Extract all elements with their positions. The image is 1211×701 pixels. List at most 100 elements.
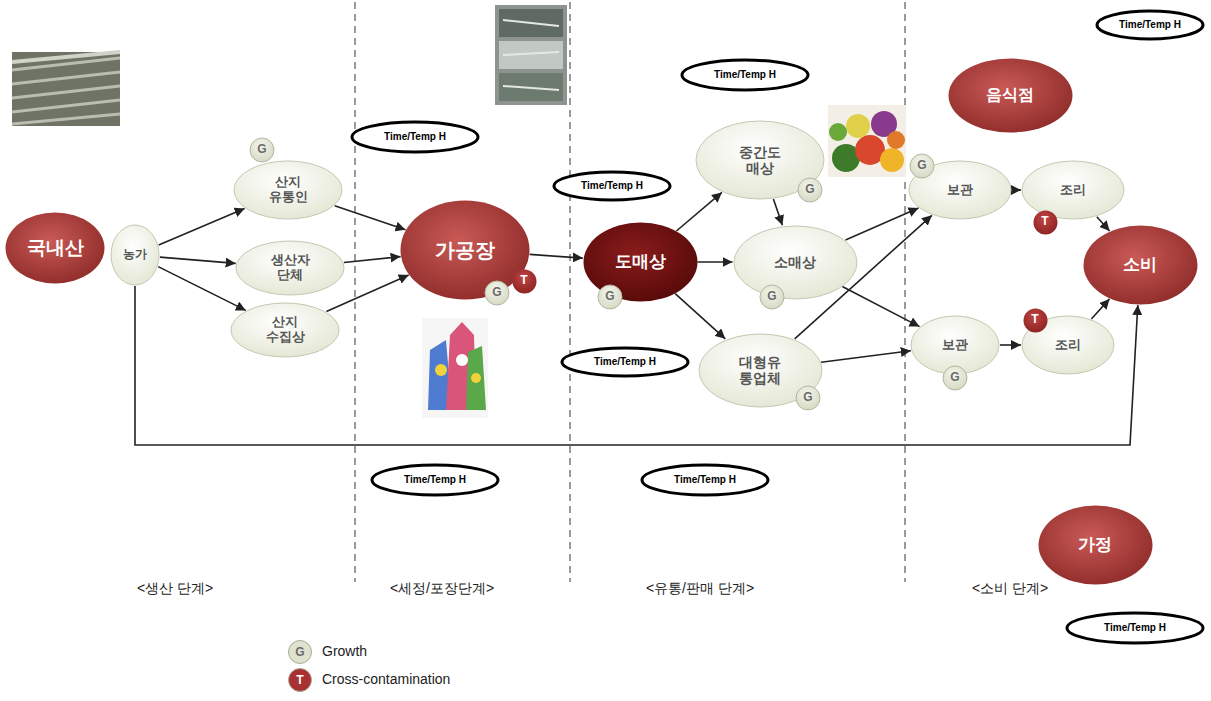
node-label: 도매상 [615, 252, 666, 272]
node-label: T [1041, 215, 1048, 229]
stage-label: <유통/판매 단계> [646, 580, 754, 598]
node-shape [236, 241, 344, 295]
time-temp-oval: Time/Temp H [1065, 611, 1205, 645]
flow-arrow [821, 351, 911, 363]
node-shape [598, 285, 622, 309]
node-shape [352, 122, 478, 152]
node-label: 조리 [1055, 338, 1081, 353]
node-label: 농가 [123, 248, 147, 262]
legend-swatch: G [288, 640, 312, 664]
node-label: 국내산 [27, 237, 84, 259]
growth-badge: G [759, 284, 785, 310]
node-label: Time/Temp H [581, 180, 643, 192]
node-shape [1022, 161, 1124, 219]
node-shape [1033, 210, 1057, 234]
node-shape [372, 465, 498, 495]
node-label: 가정 [1078, 535, 1112, 555]
node-label: G [917, 159, 926, 173]
node-shape [234, 161, 342, 219]
time-temp-oval: Time/Temp H [370, 463, 500, 497]
node-label: G [767, 290, 776, 304]
stage-circle: 조리T [1021, 160, 1125, 220]
node-label: 산지 수집상 [255, 315, 315, 345]
contamination-badge: T [1033, 210, 1058, 235]
actor-circle: 음식점 [948, 58, 1073, 133]
stage-circle: 소매상G [733, 225, 858, 300]
flow-arrow [160, 257, 236, 263]
node-shape [401, 201, 530, 300]
node-shape [948, 58, 1072, 132]
stage-label: <소비 단계> [972, 580, 1048, 598]
flow-arrow [698, 261, 733, 263]
node-label: 보관 [942, 338, 968, 353]
growth-badge: G [942, 365, 968, 391]
stage-circle: 생산자 단체 [235, 240, 345, 296]
time-temp-oval: Time/Temp H [640, 463, 770, 497]
node-shape [485, 281, 509, 305]
actor-circle: 도매상G [583, 222, 698, 302]
node-label: 생산자 단체 [260, 253, 320, 283]
growth-badge: G [797, 177, 823, 203]
node-label: G [803, 391, 812, 405]
flow-arrow [530, 254, 583, 258]
flow-arrow [335, 206, 406, 230]
legend-swatch: T [288, 668, 312, 692]
flow-arrow [135, 286, 1138, 445]
node-label: Time/Temp H [674, 474, 736, 486]
flow-arrow [773, 199, 782, 225]
node-label: 소비 [1123, 255, 1157, 275]
node-shape [910, 154, 934, 178]
stage-circle: 대형유 통업체 G [698, 333, 823, 408]
legend-text: Growth [322, 643, 367, 659]
stage-circle: 조리T [1021, 315, 1115, 375]
node-label: G [950, 371, 959, 385]
node-label: 중간도 매상 [730, 144, 790, 176]
actor-circle: 소비 [1083, 225, 1198, 305]
node-label: G [492, 286, 501, 300]
fruit-vegetable-photo [828, 105, 906, 177]
stage-circle: 보관G [910, 315, 1000, 375]
flow-arrow [1091, 299, 1109, 319]
node-label: 가공장 [435, 239, 495, 262]
stage-label: <세정/포장단계> [390, 580, 494, 598]
node-label: T [520, 274, 527, 288]
node-shape [512, 269, 536, 293]
legend-text: Cross-contamination [322, 671, 450, 687]
actor-circle: 가공장 G T [400, 200, 530, 300]
flow-arrow [159, 208, 245, 245]
stage-divider [355, 2, 905, 582]
time-temp-oval: Time/Temp H [552, 170, 672, 202]
actor-circle: 가정 [1038, 505, 1153, 585]
stage-circle: 보관G [908, 160, 1012, 220]
node-shape [796, 386, 820, 410]
contamination-badge: T [512, 269, 537, 294]
node-label: Time/Temp H [1104, 622, 1166, 634]
node-shape [1097, 11, 1203, 39]
node-shape [250, 138, 274, 162]
node-label: G [257, 143, 266, 157]
node-label: 음식점 [986, 86, 1034, 104]
node-label: Time/Temp H [1119, 19, 1181, 31]
node-shape [231, 303, 339, 357]
node-shape [943, 366, 967, 390]
field-photo [12, 52, 120, 126]
stage-circle: 산지 수집상 [230, 302, 340, 358]
node-label: 조리 [1060, 183, 1086, 198]
time-temp-oval: Time/Temp H [1095, 9, 1205, 41]
time-temp-oval: Time/Temp H [680, 58, 810, 92]
packaged-bag-illustration [422, 318, 488, 418]
growth-badge: G [484, 280, 510, 306]
node-shape [1023, 308, 1047, 332]
node-shape [798, 178, 822, 202]
node-label: 대형유 통업체 [730, 354, 790, 386]
flow-arrow [842, 287, 919, 327]
growth-badge: G [909, 153, 935, 179]
legend-letter: G [295, 645, 304, 659]
node-label: 소매상 [774, 254, 816, 270]
flow-arrow [676, 192, 722, 231]
growth-badge: G [249, 137, 275, 163]
flow-arrow [675, 294, 725, 339]
node-shape [554, 172, 670, 200]
node-shape [1083, 226, 1197, 305]
node-label: Time/Temp H [384, 131, 446, 143]
